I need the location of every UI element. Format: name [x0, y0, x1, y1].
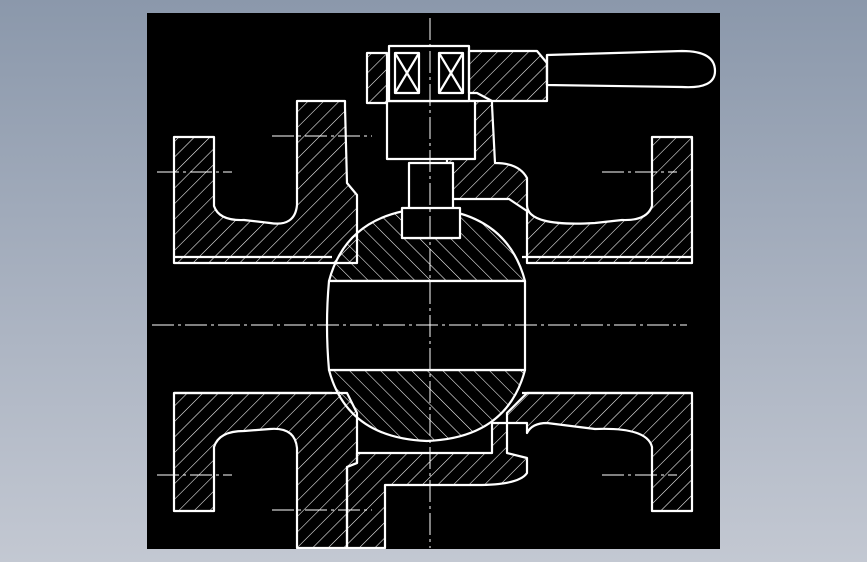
right-flange-upper: [445, 99, 694, 265]
valve-drawing: [147, 13, 720, 549]
packing-ring-right: [437, 51, 465, 95]
packing-gland: [385, 99, 477, 161]
left-flange-lower: [172, 391, 359, 549]
lever-hub-left: [365, 51, 389, 105]
right-flange-lower: [345, 391, 694, 549]
lever-hub: [467, 49, 549, 103]
cad-viewport[interactable]: [147, 13, 720, 549]
left-flange-upper: [172, 99, 359, 265]
lever-handle: [545, 49, 717, 89]
stem-neck: [400, 206, 462, 240]
ball-lower-cap: [327, 368, 527, 443]
packing-ring-left: [393, 51, 421, 95]
